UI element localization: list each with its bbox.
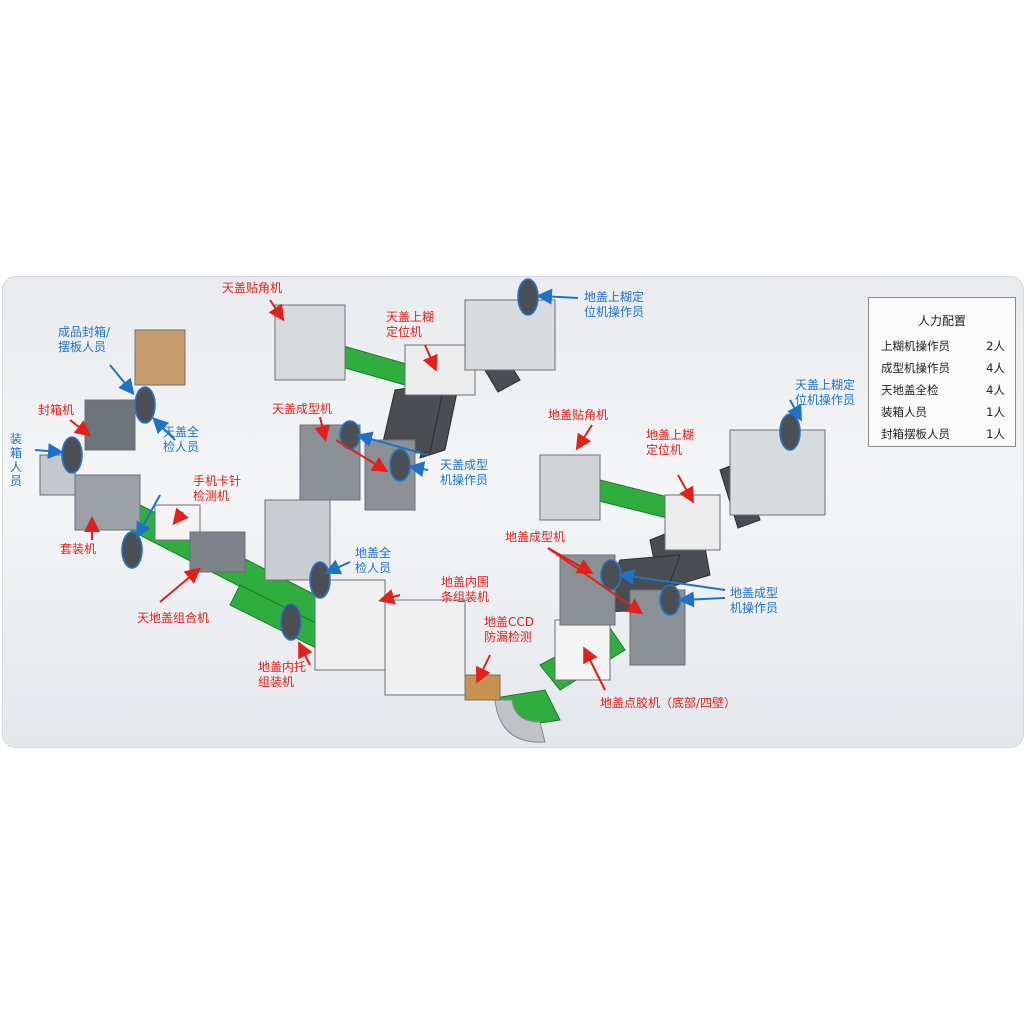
label-bottom-corner: 地盖贴角机 — [548, 408, 609, 422]
blue-arrows — [34, 288, 802, 608]
curved-conveyor-base — [494, 699, 546, 743]
staffing-title: 人力配置 — [917, 314, 966, 328]
label-bottom-glue-dispenser: 地盖点胶机（底部/四壁） — [600, 696, 737, 710]
label-bottom-tray-assembler: 地盖内托 组装机 — [258, 660, 307, 689]
label-phone-pin-detector: 手机卡针 检测机 — [193, 474, 242, 503]
label-top-forming-operator: 天盖成型 机操作员 — [440, 458, 489, 487]
label-bottom-ccd-inspection: 地盖CCD 防漏检测 — [484, 615, 534, 644]
label-finished-seal-staff: 成品封箱/ 摆板人员 — [58, 325, 111, 354]
label-top-cover-glue: 天盖上糊 定位机 — [386, 310, 435, 339]
label-bottom-strip-assembler: 地盖内围 条组装机 — [441, 575, 490, 604]
label-bottom-glue: 地盖上糊 定位机 — [646, 428, 695, 457]
red-arrows — [69, 299, 694, 691]
label-bottom-inspect-staff: 地盖全 检人员 — [355, 546, 392, 575]
label-top-cover-corner: 天盖贴角机 — [222, 281, 283, 295]
label-sealer: 封箱机 — [38, 403, 75, 417]
label-bottom-forming: 地盖成型机 — [505, 530, 566, 544]
label-top-glue-operator-right: 天盖上糊定 位机操作员 — [795, 378, 856, 407]
label-combine-machine: 天地盖组合机 — [137, 611, 210, 625]
label-top-forming: 天盖成型机 — [272, 402, 333, 416]
operator-markers — [61, 278, 801, 641]
label-top-inspect-staff: 天盖全 检人员 — [163, 425, 200, 454]
label-packer: 装 箱 人 员 — [10, 432, 23, 488]
label-bottom-forming-operator: 地盖成型 机操作员 — [730, 586, 779, 615]
label-bottom-glue-operator-top: 地盖上糊定 位机操作员 — [584, 290, 645, 319]
label-bagging-machine: 套装机 — [60, 542, 97, 556]
